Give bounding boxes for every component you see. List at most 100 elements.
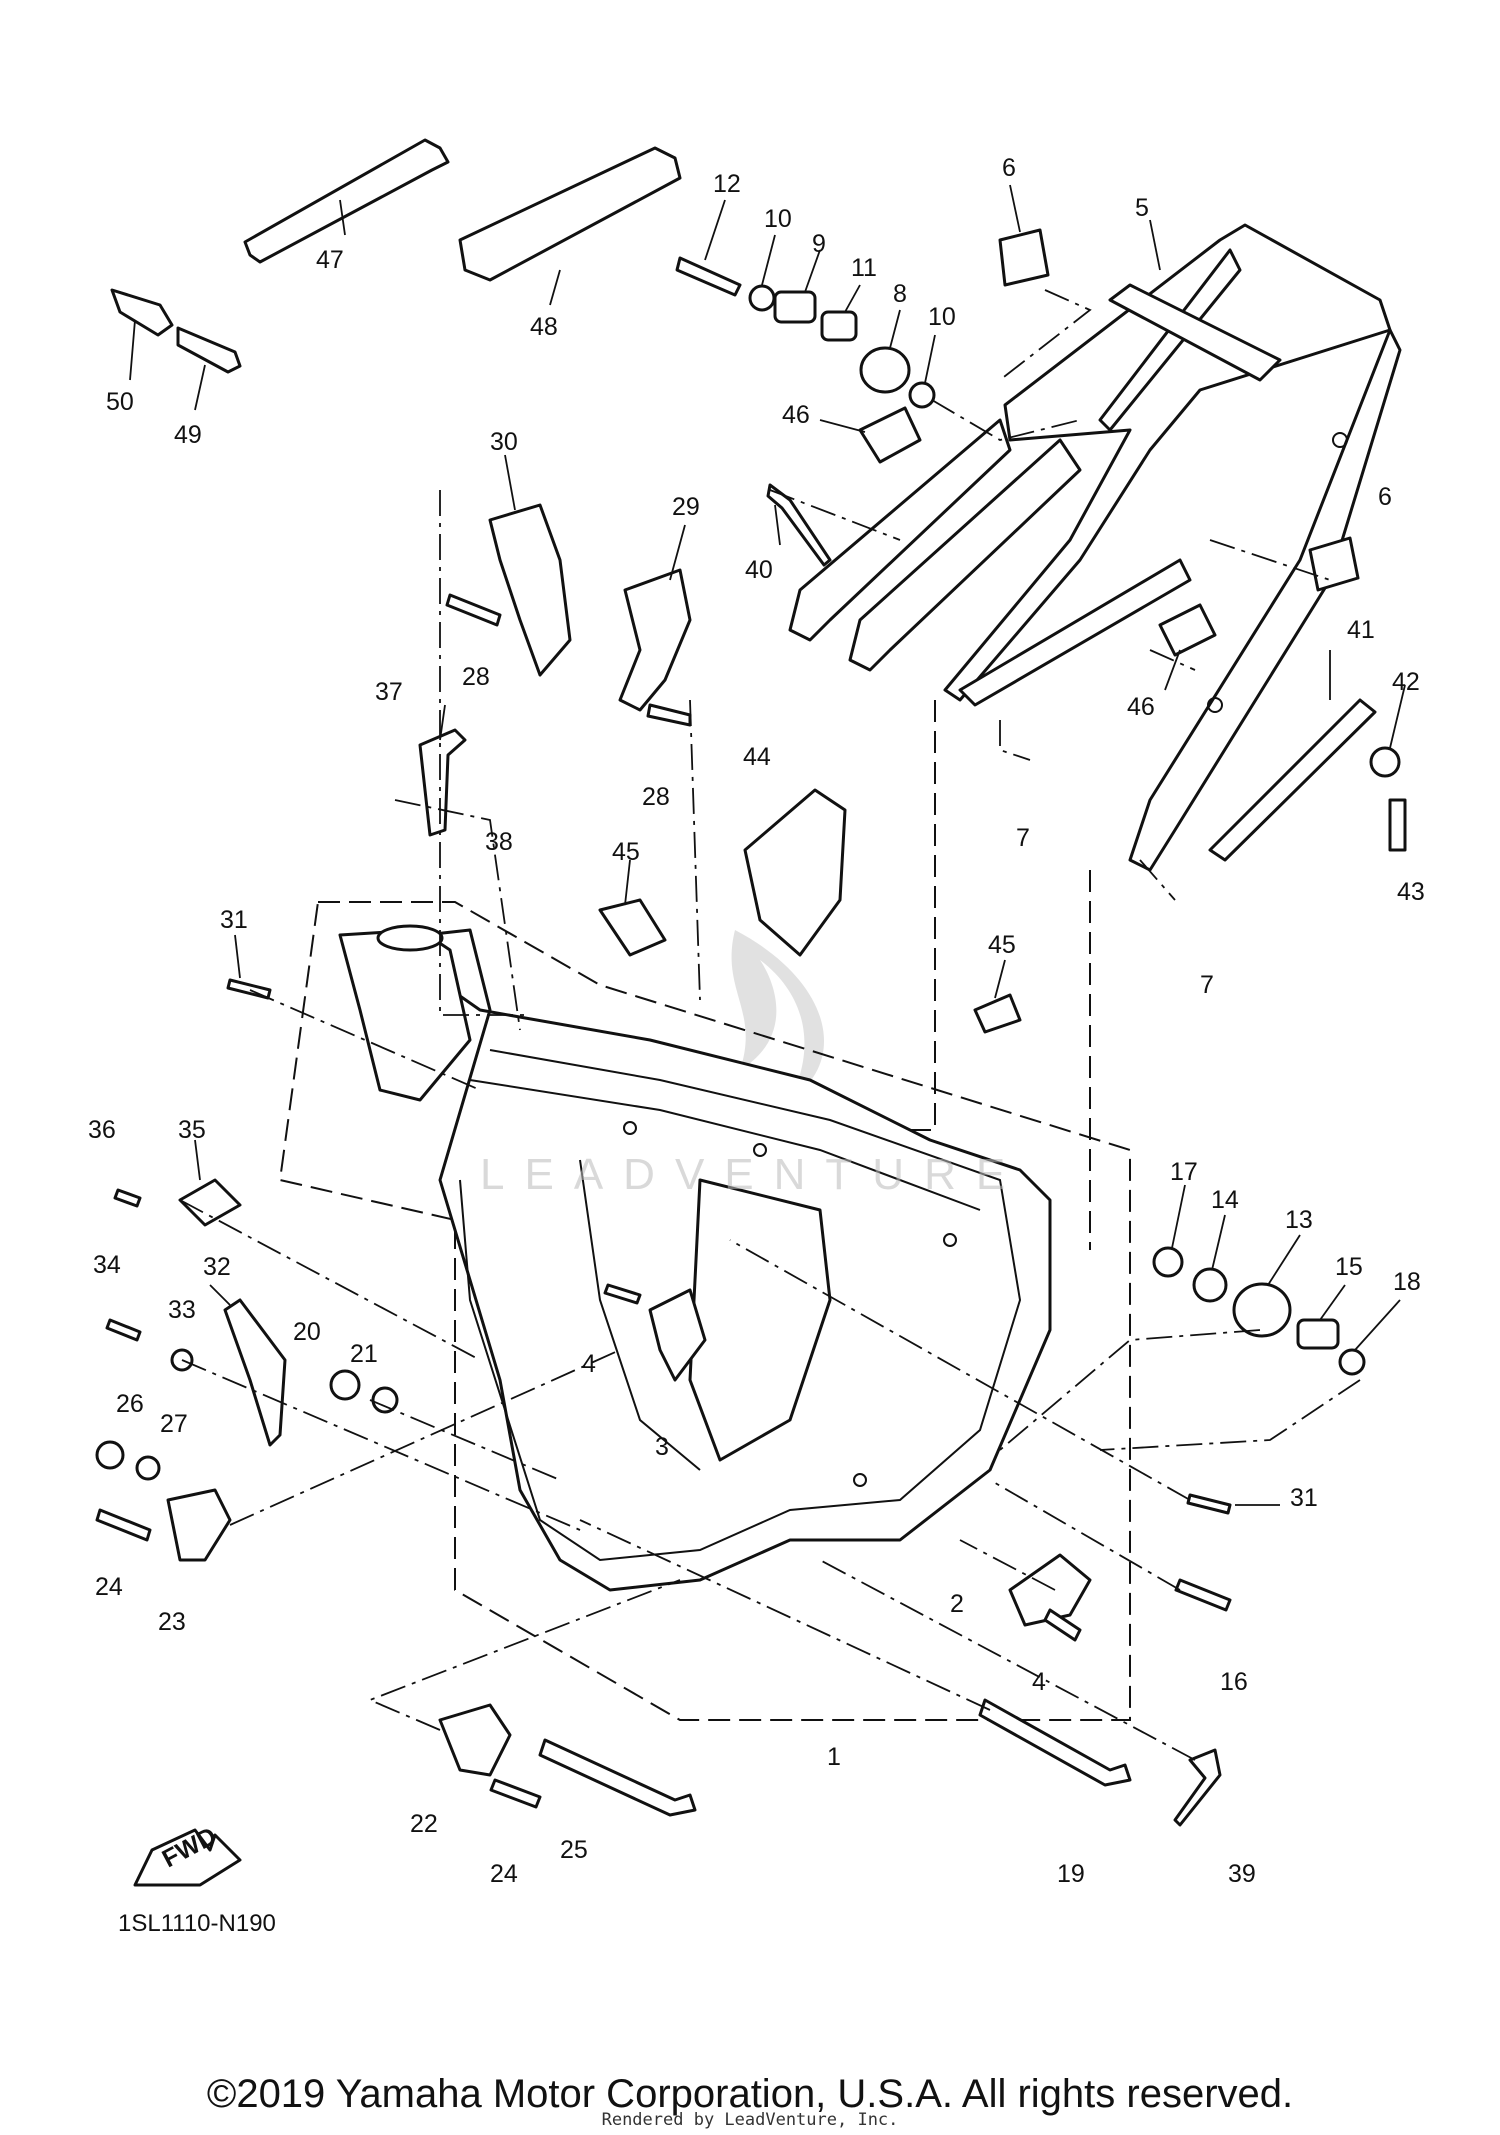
callout-38: 38: [485, 828, 513, 856]
bracket-29: [618, 568, 692, 712]
bolt-28a: [445, 593, 502, 627]
main-frame: [338, 924, 1052, 1592]
callout-10b: 10: [928, 303, 956, 331]
callout-30: 30: [490, 428, 518, 456]
callout-24b: 24: [490, 1860, 518, 1888]
callout-leaders: [129, 184, 1406, 1506]
callout-31a: 31: [220, 906, 248, 934]
bolt-4a: [603, 1283, 642, 1305]
nut-20: [329, 1369, 361, 1401]
bracket-23: [166, 1488, 232, 1562]
bracket-3: [648, 1288, 707, 1382]
callout-32: 32: [203, 1253, 231, 1281]
callout-24a: 24: [95, 1573, 123, 1601]
bracket-30: [488, 503, 572, 677]
callout-46a: 46: [782, 401, 810, 429]
callout-11: 11: [851, 254, 877, 282]
callout-35: 35: [178, 1116, 206, 1144]
callout-14: 14: [1211, 1186, 1239, 1214]
callout-40: 40: [745, 556, 773, 584]
callout-21: 21: [350, 1340, 378, 1368]
bracket-guide-line: [870, 700, 936, 1131]
bolt-31b: [1186, 1493, 1232, 1515]
callout-31b: 31: [1290, 1484, 1318, 1512]
callout-3: 3: [655, 1433, 669, 1461]
callout-36: 36: [88, 1116, 116, 1144]
collar-11: [820, 310, 858, 342]
fwd-arrow-icon: [133, 1828, 242, 1887]
wrench-47: [243, 138, 450, 264]
bolt-4b: [1043, 1608, 1082, 1642]
callout-27: 27: [160, 1410, 188, 1438]
watermark-text: LEADVENTURE: [480, 1150, 1026, 1199]
washer-10b: [908, 381, 936, 409]
axle-50: [110, 288, 174, 337]
callout-7b: 7: [1200, 971, 1214, 999]
callout-10a: 10: [764, 205, 792, 233]
callout-1: 1: [827, 1743, 841, 1771]
washer-27: [135, 1455, 161, 1481]
callout-39: 39: [1228, 1860, 1256, 1888]
label-6a: [998, 228, 1050, 287]
callout-23: 23: [158, 1608, 186, 1636]
callout-9: 9: [812, 230, 826, 258]
callout-33: 33: [168, 1296, 196, 1324]
leadventure-watermark-logo: [731, 930, 825, 1100]
callout-25: 25: [560, 1836, 588, 1864]
bolt-24b: [489, 1778, 542, 1809]
washer-18: [1338, 1348, 1366, 1376]
clamp-46b: [1158, 603, 1217, 657]
callout-6b: 6: [1378, 483, 1392, 511]
callout-4b: 4: [1032, 1668, 1046, 1696]
callout-6a: 6: [1002, 154, 1016, 182]
callout-5: 5: [1135, 194, 1149, 222]
bolt-24a: [95, 1508, 152, 1542]
nut-17: [1152, 1246, 1184, 1278]
bolt-28b: [646, 703, 692, 727]
callout-45a: 45: [612, 838, 640, 866]
callout-45b: 45: [988, 931, 1016, 959]
callout-34: 34: [93, 1251, 121, 1279]
axle-bolt-49: [176, 326, 242, 374]
cover-44: [743, 788, 847, 957]
label-6b: [1308, 536, 1360, 592]
clamp-45b: [973, 993, 1022, 1034]
callout-47: 47: [316, 246, 344, 274]
callout-49: 49: [174, 421, 202, 449]
bracket-2: [1008, 1553, 1092, 1627]
washer-10a: [748, 284, 776, 312]
callout-15: 15: [1335, 1253, 1363, 1281]
diagram-code: 1SL1110-N190: [118, 1910, 276, 1937]
callout-8: 8: [893, 280, 907, 308]
clamp-45a: [598, 898, 667, 957]
bolt-16: [1174, 1578, 1232, 1612]
collar-15: [1296, 1318, 1340, 1350]
callout-50: 50: [106, 388, 134, 416]
collar-42: [1369, 746, 1401, 778]
clamp-46a: [858, 406, 922, 464]
bolt-43: [1388, 798, 1407, 852]
callout-13: 13: [1285, 1206, 1313, 1234]
nut-26: [95, 1440, 125, 1470]
callout-numbers: 12 10 9 11 8 10 6 5 47 48 50 49 46 40 30…: [88, 154, 1425, 1888]
clip-35: [178, 1178, 242, 1227]
callout-12: 12: [713, 170, 741, 198]
copyright-notice: ©2019 Yamaha Motor Corporation, U.S.A. A…: [206, 2072, 1294, 2116]
collar-9: [773, 290, 817, 324]
callout-16: 16: [1220, 1668, 1248, 1696]
callout-29: 29: [672, 493, 700, 521]
callout-26: 26: [116, 1390, 144, 1418]
callout-20: 20: [293, 1318, 321, 1346]
band-40: [766, 483, 832, 567]
bolt-36: [113, 1188, 142, 1208]
rear-subframe: [788, 223, 1402, 872]
frame-assembly-outline: [278, 901, 1131, 1721]
bracket-22: [438, 1703, 512, 1777]
callout-28b: 28: [642, 783, 670, 811]
rendered-by-credit: Rendered by LeadVenture, Inc.: [601, 2110, 899, 2130]
callout-7a: 7: [1016, 824, 1030, 852]
bolt-12: [675, 256, 742, 297]
callout-18: 18: [1393, 1268, 1421, 1296]
socket-wrench-48: [458, 146, 682, 282]
